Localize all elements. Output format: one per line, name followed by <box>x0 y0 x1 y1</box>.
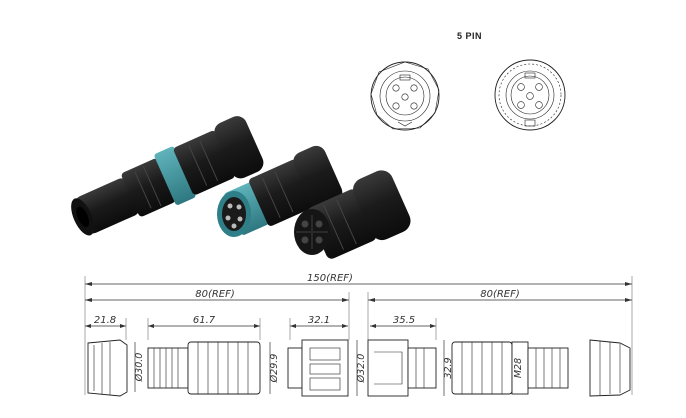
dim-overall-length: 150(REF) <box>307 273 353 284</box>
dim-body-diameter: Ø29.9 <box>269 354 280 384</box>
dim-left-half-length: 80(REF) <box>195 289 235 300</box>
thread-spec-label: M28 <box>513 358 524 378</box>
dim-right-half-length: 80(REF) <box>480 289 520 300</box>
side-view-drawing <box>87 339 631 397</box>
male-face-view <box>494 59 566 131</box>
dim-body-length: 61.7 <box>193 315 216 326</box>
dim-coupling-diameter: Ø32.0 <box>356 354 367 384</box>
assembled-connector-image <box>71 116 264 236</box>
dim-coupling-right-length: 35.5 <box>393 315 415 326</box>
female-face-view <box>370 61 440 131</box>
dim-right-height: 32.9 <box>443 357 454 378</box>
pin-count-label: 5 PIN <box>457 31 483 41</box>
dim-coupling-left-length: 32.1 <box>308 315 330 326</box>
dim-cap-diameter: Ø30.0 <box>134 353 145 383</box>
dim-cap-length: 21.8 <box>94 315 116 326</box>
dimension-annotations <box>84 276 633 395</box>
female-socket-image <box>294 170 411 259</box>
male-plug-image <box>217 145 343 237</box>
